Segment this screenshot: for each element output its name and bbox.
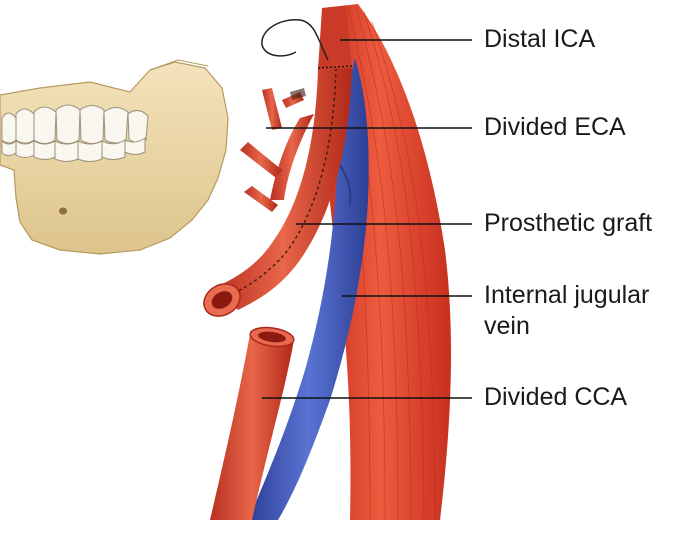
- mental-foramen: [59, 207, 67, 215]
- divided-cca: [210, 326, 295, 520]
- label-divided-cca: Divided CCA: [484, 383, 628, 411]
- label-internal-jugular-vein-line2: vein: [484, 312, 530, 340]
- prosthetic-graft: [203, 66, 352, 317]
- vein-branch: [339, 164, 352, 206]
- label-prosthetic-graft: Prosthetic graft: [484, 209, 653, 237]
- label-distal-ica: Distal ICA: [484, 25, 596, 53]
- label-divided-eca: Divided ECA: [484, 113, 626, 141]
- leader-lines: [262, 39, 472, 399]
- divided-eca: [240, 88, 314, 212]
- suture-loop: [261, 19, 329, 61]
- distal-ica: [318, 6, 352, 70]
- teeth: [1, 104, 149, 162]
- anastomosis-suture: [317, 65, 353, 69]
- internal-jugular-vein: [248, 58, 369, 520]
- label-internal-jugular-vein-line1: Internal jugular: [484, 281, 650, 309]
- muscle-striations: [331, 5, 436, 521]
